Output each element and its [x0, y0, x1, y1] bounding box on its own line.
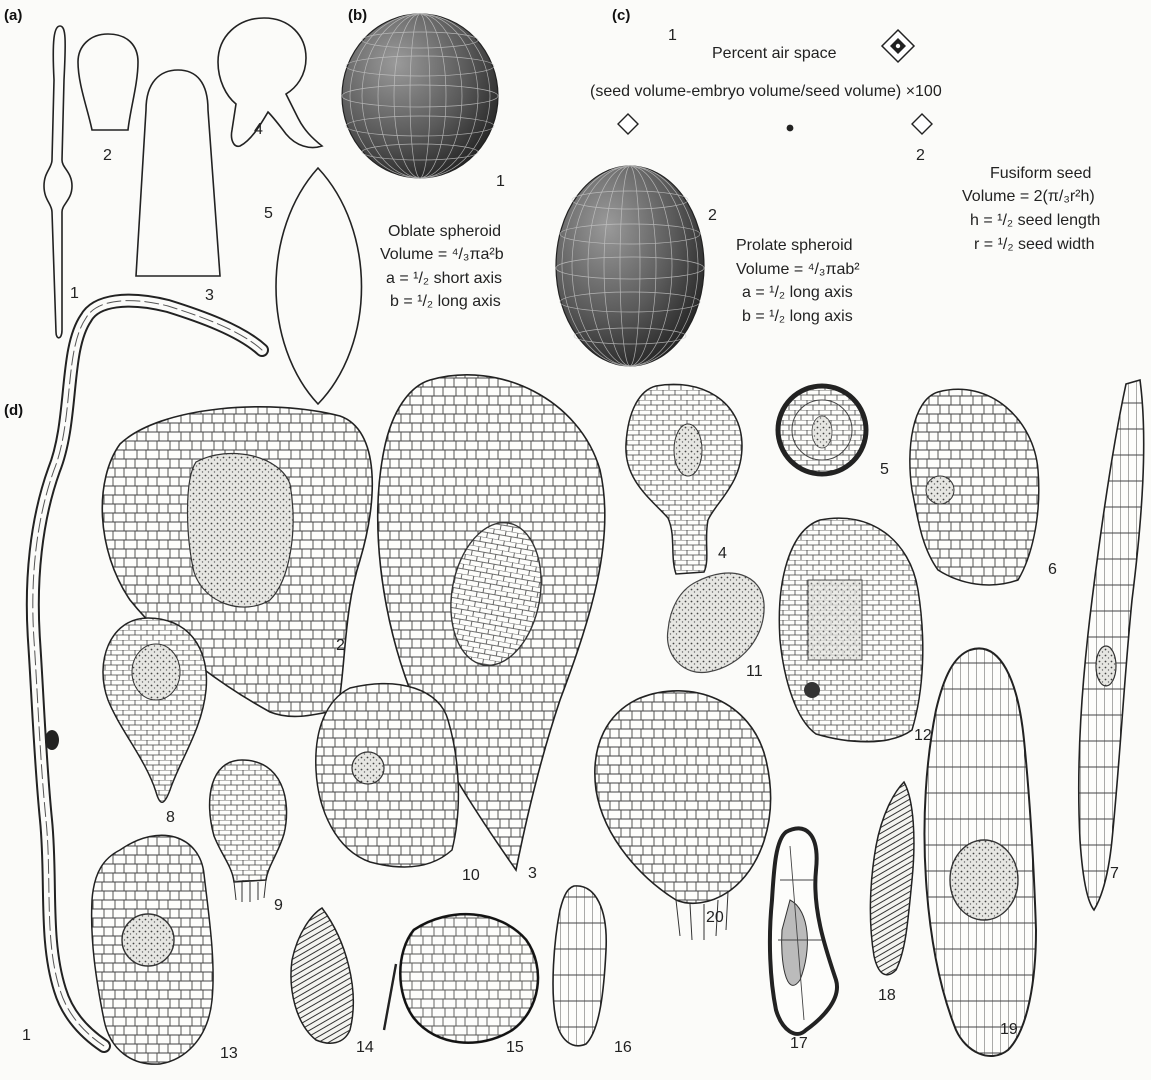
- panel-a-label: (a): [4, 7, 22, 24]
- panel-c-label: (c): [612, 7, 630, 24]
- seed-10-drawing: [316, 684, 459, 867]
- seed-13-drawing: [92, 835, 213, 1064]
- fusiform-h-def: h = ¹/₂ seed length: [970, 212, 1100, 229]
- seed-8-number: 8: [166, 809, 175, 826]
- seed-13-number: 13: [220, 1045, 238, 1062]
- seed-11-number: 11: [746, 663, 763, 680]
- shape-a-1-number: 1: [70, 285, 79, 302]
- seed-7-drawing: [1079, 380, 1144, 910]
- prolate-number: 2: [708, 207, 717, 224]
- fusiform-seed-formula: Fusiform seed Volume = 2(π/₃r²h) h = ¹/₂…: [962, 165, 1100, 253]
- seed-with-embryo-diamond: [882, 30, 914, 62]
- seed-14-drawing: [291, 908, 353, 1043]
- prolate-volume: Volume = ⁴/₃πab²: [736, 261, 860, 278]
- panel-a: (a) 1 2 3 4 5: [4, 7, 362, 404]
- shape-a-5-number: 5: [264, 205, 273, 222]
- oblate-b-def: b = ¹/₂ long axis: [390, 293, 501, 310]
- scale-bar: [384, 964, 396, 1030]
- shape-a-3-number: 3: [205, 287, 214, 304]
- seed-15-number: 15: [506, 1039, 524, 1056]
- seed-20-drawing: [595, 691, 771, 940]
- seed-2-number: 2: [336, 637, 345, 654]
- seed-6-drawing: [910, 389, 1039, 585]
- shape-a-4-number: 4: [254, 121, 263, 138]
- seed-1-number: 1: [22, 1027, 31, 1044]
- outline-shape-3: [136, 70, 220, 276]
- seed-outline-diamond: [618, 114, 638, 134]
- shape-a-2-number: 2: [103, 147, 112, 164]
- seed-19-drawing: [924, 648, 1036, 1056]
- oblate-volume: Volume = ⁴/₃πa²b: [380, 246, 504, 263]
- prolate-spheroid-model: [556, 166, 704, 366]
- panel-c: (c) 1 Percent air space (seed volume-emb…: [590, 7, 942, 164]
- seed-17-number: 17: [790, 1035, 808, 1052]
- seed-5-number: 5: [880, 461, 889, 478]
- seed-15-drawing: [401, 914, 538, 1042]
- air-space-formula: (seed volume-embryo volume/seed volume) …: [590, 83, 942, 100]
- seed-14-number: 14: [356, 1039, 374, 1056]
- oblate-number: 1: [496, 173, 505, 190]
- outline-shape-1: [44, 26, 72, 338]
- seed-4-number: 4: [718, 545, 727, 562]
- fusiform-r-def: r = ¹/₂ seed width: [974, 236, 1094, 253]
- seed-12-drawing: [779, 518, 922, 742]
- seed-19-number: 19: [1000, 1021, 1018, 1038]
- outline-shape-2: [78, 34, 138, 130]
- prolate-title: Prolate spheroid: [736, 237, 853, 254]
- panel-d-label: (d): [4, 402, 23, 419]
- seed-9-drawing: [210, 760, 287, 902]
- fusiform-volume: Volume = 2(π/₃r²h): [962, 188, 1095, 205]
- seed-20-number: 20: [706, 909, 724, 926]
- seed-11-drawing: [667, 573, 764, 672]
- outline-shape-4: [218, 18, 322, 148]
- seed-12-number: 12: [914, 727, 932, 744]
- panel-c-number-2: 2: [916, 147, 925, 164]
- seed-17-drawing: [770, 828, 837, 1034]
- oblate-spheroid-model: [342, 14, 498, 178]
- seed-10-number: 10: [462, 867, 480, 884]
- air-space-label: Percent air space: [712, 45, 837, 62]
- outline-shape-5: [276, 168, 362, 404]
- seed-18-drawing: [870, 782, 914, 975]
- panel-c-number-1: 1: [668, 27, 677, 44]
- panel-b-label: (b): [348, 7, 367, 24]
- prolate-b-def: b = ¹/₂ long axis: [742, 308, 853, 325]
- panel-d: (d) 1 2 3 4: [4, 301, 1144, 1065]
- oblate-a-def: a = ¹/₂ short axis: [386, 270, 502, 287]
- seed-outline-diamond-2: [912, 114, 932, 134]
- fusiform-title: Fusiform seed: [990, 165, 1091, 182]
- seed-6-number: 6: [1048, 561, 1057, 578]
- seed-5-drawing: [778, 386, 866, 474]
- seed-9-number: 9: [274, 897, 283, 914]
- seed-18-number: 18: [878, 987, 896, 1004]
- seed-16-number: 16: [614, 1039, 632, 1056]
- seed-3-number: 3: [528, 865, 537, 882]
- oblate-title: Oblate spheroid: [388, 223, 501, 240]
- seed-16-drawing: [553, 886, 606, 1046]
- embryo-dot: [787, 125, 794, 132]
- prolate-a-def: a = ¹/₂ long axis: [742, 284, 853, 301]
- seed-8-drawing: [103, 618, 206, 802]
- seed-7-number: 7: [1110, 865, 1119, 882]
